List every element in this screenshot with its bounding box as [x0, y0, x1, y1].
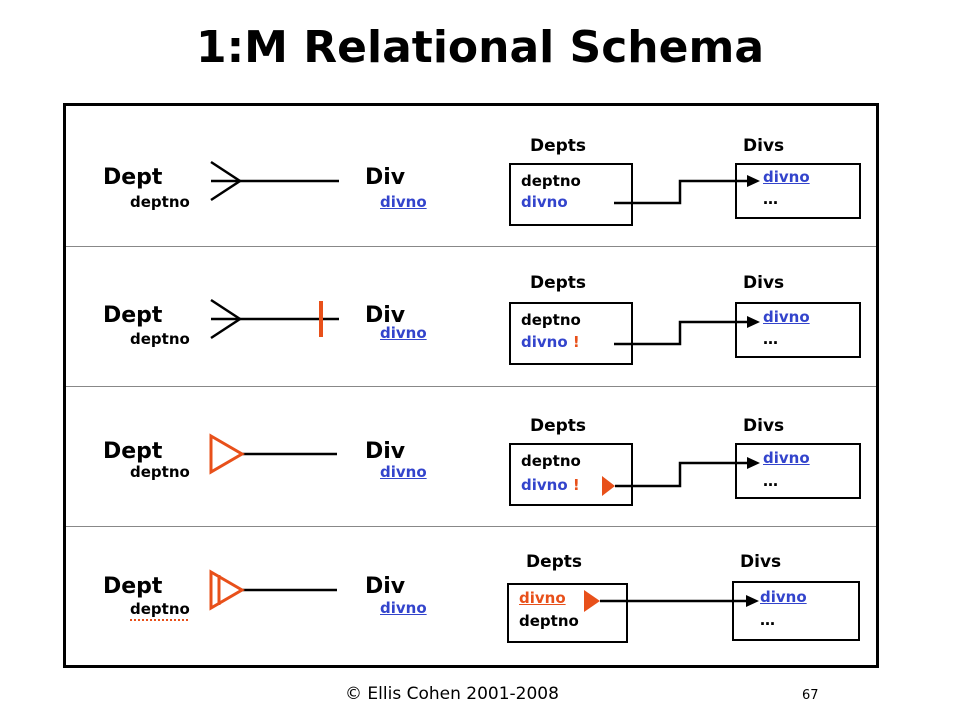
fk-triangle-marker	[602, 476, 615, 496]
field-more: …	[760, 611, 775, 629]
triangle-symbol	[209, 433, 245, 475]
relationship-diagram	[209, 569, 337, 611]
entity-dept-attr: deptno	[130, 600, 190, 618]
schema-row-3: Dept deptno Div divno Depts Divs deptno …	[66, 386, 876, 526]
relationship-diagram	[210, 160, 339, 202]
table-name-divs: Divs	[743, 273, 785, 293]
table-name-depts: Depts	[530, 416, 587, 436]
field-deptno: deptno	[519, 612, 579, 630]
entity-dept: Dept	[103, 165, 163, 190]
table-box-depts	[509, 302, 633, 365]
table-name-divs: Divs	[740, 552, 782, 572]
table-name-depts: Depts	[530, 273, 587, 293]
page-number: 67	[802, 688, 819, 703]
table-name-depts: Depts	[526, 552, 583, 572]
entity-dept: Dept	[103, 439, 163, 464]
relationship-diagram	[209, 433, 337, 475]
table-box-depts	[509, 443, 633, 506]
field-divno: divno	[521, 193, 568, 211]
field-divno-key: divno	[763, 168, 810, 186]
table-box-divs	[735, 302, 861, 358]
field-more: …	[763, 472, 778, 490]
schema-table: Dept deptno Div divno Depts Divs deptno …	[63, 103, 879, 668]
entity-div-attr: divno	[380, 193, 427, 211]
foreign-key-arrow	[602, 457, 760, 496]
fk-triangle-marker	[584, 590, 600, 612]
entity-div: Div	[365, 439, 406, 464]
field-divno-key: divno	[763, 449, 810, 467]
relationship-diagram	[210, 298, 339, 340]
triangle-symbol	[209, 569, 245, 611]
table-box-depts	[509, 163, 633, 226]
schema-row-1: Dept deptno Div divno Depts Divs deptno …	[66, 106, 876, 246]
field-more: …	[763, 330, 778, 348]
field-divno-key: divno	[760, 588, 807, 606]
entity-div: Div	[365, 165, 406, 190]
foreign-key-arrow	[614, 316, 760, 346]
field-deptno: deptno	[521, 311, 581, 329]
field-deptno: deptno	[521, 452, 581, 470]
entity-dept-attr: deptno	[130, 330, 190, 348]
table-box-divs	[735, 163, 861, 219]
crowsfoot-symbol	[210, 160, 243, 202]
schema-row-2: Dept deptno Div divno Depts Divs deptno …	[66, 246, 876, 386]
copyright-footer: © Ellis Cohen 2001-2008	[345, 684, 559, 704]
schema-row-4: Dept deptno Div divno Depts Divs divno d…	[66, 526, 876, 668]
foreign-key-arrow	[614, 175, 760, 205]
table-name-divs: Divs	[743, 416, 785, 436]
table-name-divs: Divs	[743, 136, 785, 156]
field-divno-notnull: divno !	[521, 476, 580, 494]
field-divno-key: divno	[763, 308, 810, 326]
crowsfoot-symbol	[210, 298, 243, 340]
entity-div: Div	[365, 574, 406, 599]
entity-dept: Dept	[103, 574, 163, 599]
entity-dept-attr: deptno	[130, 193, 190, 211]
entity-div-attr: divno	[380, 324, 427, 342]
entity-dept-attr: deptno	[130, 463, 190, 481]
field-divno-notnull: divno !	[521, 333, 580, 351]
foreign-key-arrow	[584, 590, 759, 612]
table-box-divs	[732, 581, 860, 641]
entity-dept: Dept	[103, 303, 163, 328]
field-more: …	[763, 190, 778, 208]
entity-div-attr: divno	[380, 599, 427, 617]
table-box-divs	[735, 443, 861, 499]
entity-div-attr: divno	[380, 463, 427, 481]
entity-div: Div	[365, 303, 406, 328]
field-deptno: deptno	[521, 172, 581, 190]
field-divno-key: divno	[519, 589, 566, 607]
row-divider	[66, 386, 876, 387]
table-box-depts	[507, 583, 628, 643]
row-divider	[66, 246, 876, 247]
row-divider	[66, 526, 876, 527]
table-name-depts: Depts	[530, 136, 587, 156]
page-title: 1:M Relational Schema	[195, 22, 765, 73]
